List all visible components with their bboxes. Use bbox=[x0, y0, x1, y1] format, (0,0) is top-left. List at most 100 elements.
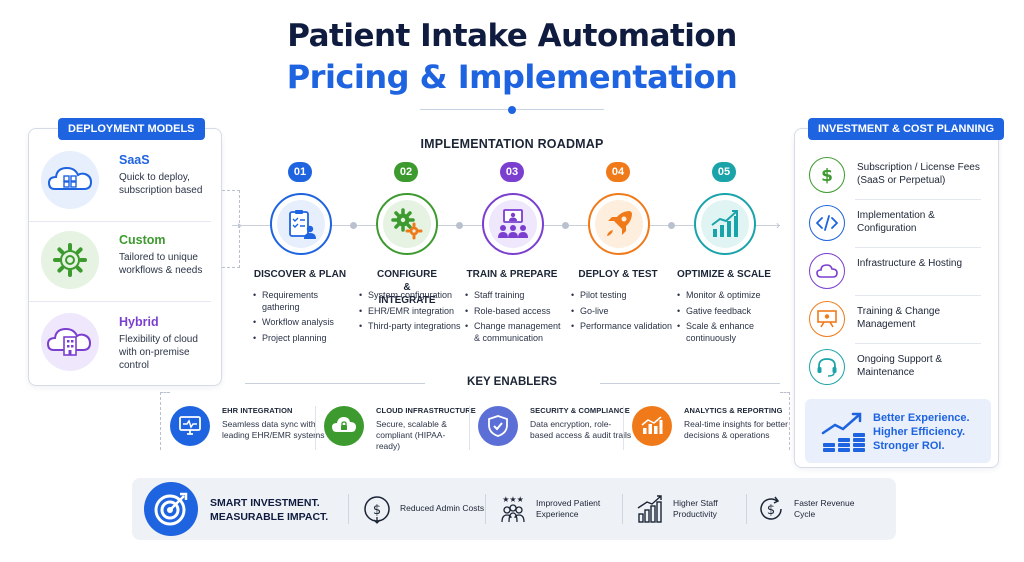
impact-label: Higher Staff Productivity bbox=[673, 498, 718, 519]
coins-growth-icon bbox=[821, 412, 865, 452]
dollar-down-icon: $ bbox=[362, 494, 392, 524]
enabler-security-compliance: SECURITY & COMPLIANCE Data encryption, r… bbox=[472, 398, 631, 458]
gears-icon bbox=[383, 200, 431, 248]
deployment-item-hybrid: Hybrid Flexibility of cloud with on-prem… bbox=[29, 305, 225, 381]
step-bullet: EHR/EMR integration bbox=[359, 306, 463, 318]
title-divider-dot bbox=[508, 106, 516, 114]
roi-line3: Stronger ROI. bbox=[873, 440, 945, 452]
track-dot bbox=[668, 222, 675, 229]
divider bbox=[623, 406, 624, 450]
deployment-desc: Flexibility of cloud with on-premise con… bbox=[119, 334, 198, 371]
enablers-rule-right bbox=[600, 383, 780, 384]
enabler-desc: Secure, scalable & compliant (HIPAA-read… bbox=[376, 419, 447, 451]
roi-line1: Better Experience. bbox=[873, 412, 970, 424]
step-bullet: Gative feedback bbox=[677, 306, 781, 318]
divider bbox=[622, 494, 623, 524]
step-title: TRAIN & PREPARE bbox=[466, 269, 558, 280]
deployment-name: Custom bbox=[119, 233, 166, 247]
rising-bars-icon bbox=[635, 494, 665, 524]
impact-bar: SMART INVESTMENT. MEASURABLE IMPACT. $ R… bbox=[132, 478, 896, 540]
impact-label: Reduced Admin Costs bbox=[400, 503, 485, 513]
deployment-desc: Quick to deploy, subscription based bbox=[119, 172, 203, 196]
divider bbox=[855, 343, 981, 344]
step-icon-ring bbox=[270, 193, 332, 255]
cloud-lock-icon bbox=[324, 406, 364, 446]
enabler-desc: Real-time insights for better decisions … bbox=[684, 419, 788, 440]
dollar-cycle-icon: $ bbox=[756, 494, 786, 524]
clipboard-user-icon bbox=[277, 200, 325, 248]
step-bullets: Staff training Role-based access Change … bbox=[465, 290, 569, 348]
rocket-icon bbox=[595, 200, 643, 248]
investment-text: Training & Change Management bbox=[857, 306, 941, 330]
step-bullet: Go-live bbox=[571, 306, 675, 318]
step-bullet: Requirements gathering bbox=[253, 290, 357, 313]
divider bbox=[29, 221, 211, 222]
people-stars-icon: ★★★ bbox=[498, 494, 528, 524]
monitor-heart-icon bbox=[170, 406, 210, 446]
enabler-desc: Data encryption, role-based access & aud… bbox=[530, 419, 632, 440]
svg-text:$: $ bbox=[767, 503, 775, 518]
enabler-ehr-integration: EHR INTEGRATION Seamless data sync with … bbox=[164, 398, 325, 458]
track-dot bbox=[456, 222, 463, 229]
step-bullet: Project planning bbox=[253, 333, 357, 345]
step-bullet: Third-party integrations bbox=[359, 321, 463, 333]
enabler-title: SECURITY & COMPLIANCE bbox=[530, 406, 630, 415]
enabler-cloud-infrastructure: CLOUD INFRASTRUCTURE Secure, scalable & … bbox=[318, 398, 476, 458]
step-number: 03 bbox=[500, 162, 524, 182]
enabler-title: EHR INTEGRATION bbox=[222, 406, 293, 415]
investment-text: Subscription / License Fees (SaaS or Per… bbox=[857, 162, 980, 186]
growth-chart-icon bbox=[701, 200, 749, 248]
step-bullets: Pilot testing Go-live Performance valida… bbox=[571, 290, 675, 337]
step-number: 01 bbox=[288, 162, 312, 182]
dollar-icon: $ bbox=[809, 157, 845, 193]
investment-item: $ Subscription / License Fees (SaaS or P… bbox=[807, 153, 987, 199]
divider bbox=[469, 406, 470, 450]
impact-headline-line2: MEASURABLE IMPACT. bbox=[210, 511, 329, 523]
shield-check-icon bbox=[478, 406, 518, 446]
investment-item: Implementation & Configuration bbox=[807, 201, 987, 247]
step-icon-ring bbox=[376, 193, 438, 255]
step-bullets: Monitor & optimize Gative feedback Scale… bbox=[677, 290, 781, 348]
step-title: DISCOVER & PLAN bbox=[253, 269, 347, 280]
track-dot bbox=[350, 222, 357, 229]
investment-text: Implementation & Configuration bbox=[857, 210, 935, 234]
step-bullet: Pilot testing bbox=[571, 290, 675, 302]
enabler-title: CLOUD INFRASTRUCTURE bbox=[376, 406, 476, 415]
deployment-name: SaaS bbox=[119, 153, 150, 167]
step-bullet: Change management & communication bbox=[465, 321, 569, 344]
deployment-item-saas: SaaS Quick to deploy, subscription based bbox=[29, 143, 225, 219]
step-bullets: System configuration EHR/EMR integration… bbox=[359, 290, 463, 337]
step-number: 05 bbox=[712, 162, 736, 182]
step-icon-ring bbox=[588, 193, 650, 255]
impact-label: Improved Patient Experience bbox=[536, 498, 601, 519]
divider bbox=[348, 494, 349, 524]
step-bullet: Role-based access bbox=[465, 306, 569, 318]
page-subtitle: Pricing & Implementation bbox=[286, 58, 738, 96]
roi-text: Better Experience. Higher Efficiency. St… bbox=[873, 411, 970, 453]
step-title: DEPLOY & TEST bbox=[578, 269, 658, 280]
presentation-icon bbox=[809, 301, 845, 337]
enablers-title: KEY ENABLERS bbox=[467, 376, 557, 388]
cloud-icon bbox=[809, 253, 845, 289]
impact-headline-line1: SMART INVESTMENT. bbox=[210, 497, 320, 509]
gear-icon bbox=[41, 231, 99, 289]
cloud-grid-icon bbox=[41, 151, 99, 209]
roi-line2: Higher Efficiency. bbox=[873, 426, 966, 438]
step-number: 04 bbox=[606, 162, 630, 182]
enablers-rule-left bbox=[245, 383, 425, 384]
deployment-name: Hybrid bbox=[119, 315, 159, 329]
divider bbox=[855, 295, 981, 296]
svg-text:$: $ bbox=[821, 166, 833, 185]
roadmap-title: IMPLEMENTATION ROADMAP bbox=[420, 137, 604, 151]
investment-panel: $ Subscription / License Fees (SaaS or P… bbox=[794, 128, 999, 468]
divider bbox=[29, 301, 211, 302]
investment-text: Ongoing Support & Maintenance bbox=[857, 354, 943, 378]
impact-label: Faster Revenue Cycle bbox=[794, 498, 855, 519]
deployment-desc: Tailored to unique workflows & needs bbox=[119, 252, 203, 276]
code-icon bbox=[809, 205, 845, 241]
investment-item: Ongoing Support & Maintenance bbox=[807, 345, 987, 391]
investment-item: Training & Change Management bbox=[807, 297, 987, 343]
step-bullet: Performance validation bbox=[571, 321, 675, 333]
investment-label: INVESTMENT & COST PLANNING bbox=[808, 118, 1005, 140]
bar-chart-icon bbox=[632, 406, 672, 446]
